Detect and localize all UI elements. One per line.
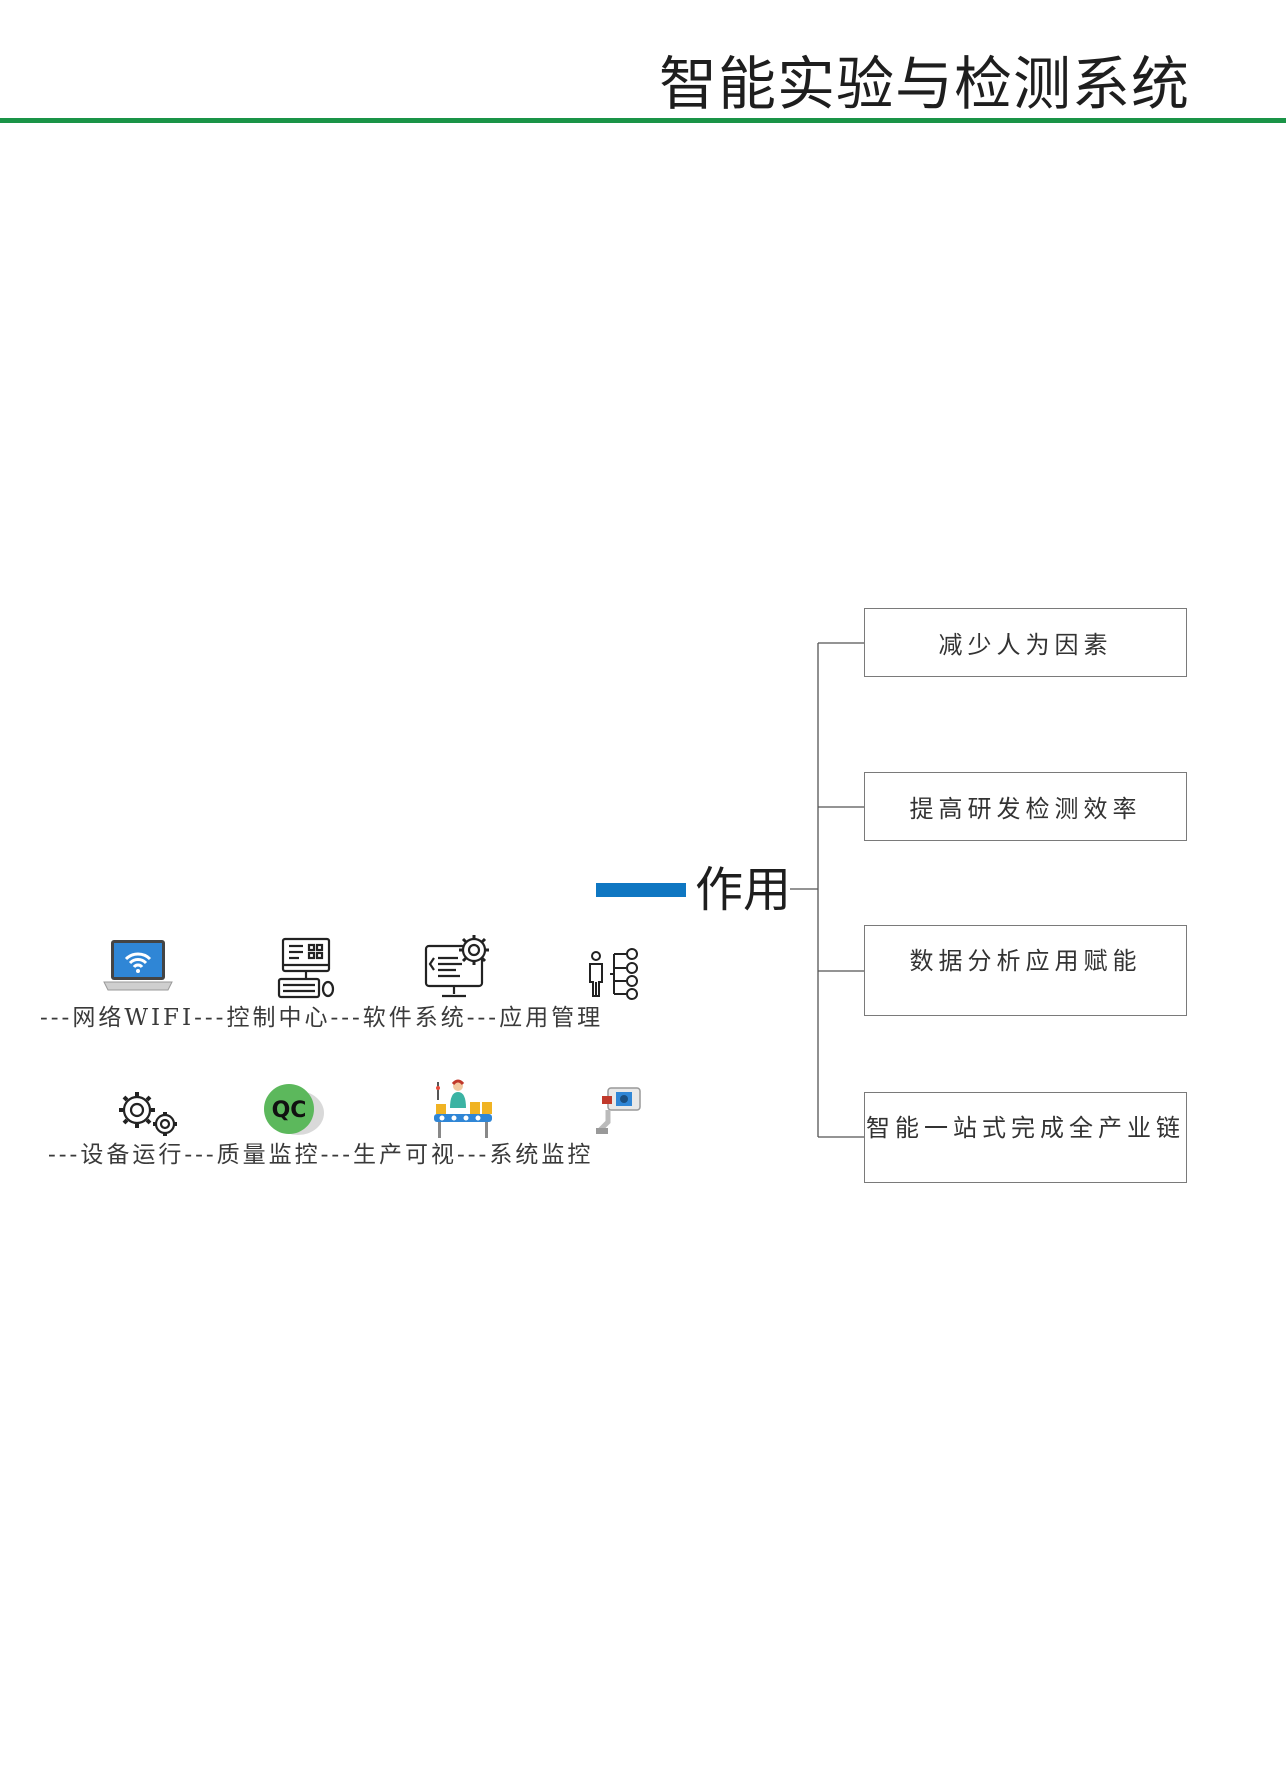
- node-label: 提高研发检测效率: [909, 795, 1142, 823]
- feature-software-system: 软件系统: [362, 1005, 467, 1031]
- node-full-industry-chain: 智能一站式完成全产业链: [864, 1092, 1187, 1183]
- separator: ---: [466, 1005, 500, 1031]
- feature-system-monitoring: 系统监控: [489, 1142, 594, 1168]
- feature-control-center: 控制中心: [226, 1005, 331, 1031]
- production-line-icon: [434, 1079, 492, 1138]
- node-label: 数据分析应用赋能: [909, 947, 1142, 975]
- qc-badge-icon: QC: [264, 1084, 324, 1135]
- node-label: 智能一站式完成全产业链: [866, 1114, 1185, 1142]
- control-center-computer-icon: [277, 937, 335, 999]
- feature-app-management: 应用管理: [499, 1005, 604, 1031]
- feature-row-1: ---网络WIFI---控制中心---软件系统---应用管理: [40, 1003, 603, 1033]
- header-rule: [0, 118, 1286, 123]
- feature-wifi: 网络WIFI: [72, 1005, 195, 1031]
- software-gear-monitor-icon: [424, 935, 489, 998]
- separator: ---: [40, 1005, 73, 1031]
- gears-icon: [119, 1092, 177, 1136]
- security-camera-icon: [596, 1087, 641, 1134]
- separator: ---: [184, 1142, 217, 1168]
- separator: ---: [320, 1142, 353, 1168]
- feature-production-visualization: 生产可视: [352, 1142, 457, 1168]
- separator: ---: [456, 1142, 490, 1168]
- laptop-wifi-icon: [103, 940, 173, 991]
- node-label: 减少人为因素: [938, 631, 1113, 659]
- separator: ---: [48, 1142, 81, 1168]
- feature-quality-monitoring: 质量监控: [216, 1142, 321, 1168]
- node-reduce-human-factors: 减少人为因素: [864, 608, 1187, 677]
- separator: ---: [194, 1005, 227, 1031]
- node-improve-efficiency: 提高研发检测效率: [864, 772, 1187, 841]
- feature-equipment-running: 设备运行: [80, 1142, 185, 1168]
- center-label: 作用: [695, 862, 792, 918]
- accent-bar: [596, 883, 686, 897]
- feature-row-2: ---设备运行---质量监控---生产可视---系统监控: [48, 1140, 593, 1170]
- qc-text: QC: [272, 1098, 307, 1123]
- separator: ---: [330, 1005, 363, 1031]
- app-management-tree-icon: [589, 948, 638, 1000]
- page-title: 智能实验与检测系统: [658, 50, 1190, 118]
- node-data-analysis: 数据分析应用赋能: [864, 925, 1187, 1016]
